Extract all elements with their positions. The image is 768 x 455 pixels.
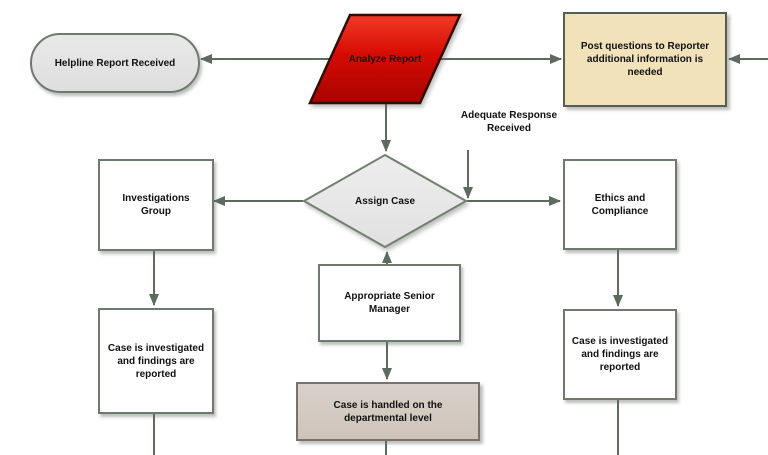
node-post-questions-to-reporter: Post questions to Reporter additional in… (563, 12, 727, 107)
node-case-investigated-right: Case is investigated and findings are re… (563, 309, 677, 400)
node-ethics-and-compliance: Ethics and Compliance (563, 159, 677, 250)
node-label: Investigations Group (122, 193, 190, 217)
node-case-handled-departmental-level: Case is handled on the departmental leve… (296, 382, 480, 441)
node-label: Case is investigated and findings are re… (107, 342, 205, 380)
node-label: Post questions to Reporter additional in… (580, 41, 710, 78)
node-label: Helpline Report Received (54, 57, 176, 69)
node-case-investigated-left: Case is investigated and findings are re… (98, 308, 214, 414)
node-appropriate-senior-manager: Appropriate Senior Manager (318, 264, 461, 342)
node-label: Case is handled on the departmental leve… (333, 399, 443, 424)
node-helpline-report-received: Helpline Report Received (30, 33, 200, 93)
node-label: Appropriate Senior Manager (344, 291, 435, 315)
node-label: Case is investigated and findings are re… (571, 336, 669, 373)
node-assign-case-diamond (301, 153, 469, 249)
node-investigations-group: Investigations Group (98, 159, 214, 251)
node-analyze-report-parallelogram (308, 13, 462, 105)
node-label: Ethics and Compliance (591, 192, 649, 217)
